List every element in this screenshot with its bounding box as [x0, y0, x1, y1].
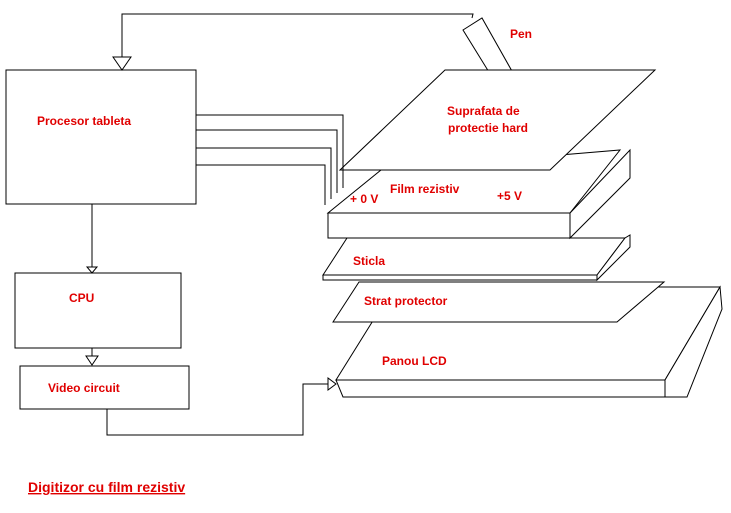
processor-input-arrow	[112, 56, 132, 71]
lcd-panel-front	[335, 379, 666, 398]
processor-block	[5, 69, 197, 205]
film-wire-3	[196, 147, 332, 199]
video-input-arrow	[85, 355, 99, 366]
glass-layer-front	[322, 274, 598, 281]
processor-label: Procesor tableta	[37, 114, 131, 128]
glass-layer-label: Sticla	[353, 254, 385, 268]
film-wire-1	[196, 114, 344, 188]
zero-volt-label: + 0 V	[350, 192, 378, 206]
hard-surface-label-line1: Suprafata de	[447, 104, 520, 118]
cpu-block	[14, 272, 182, 349]
video-circuit-label: Video circuit	[48, 381, 120, 395]
resistive-film-front	[327, 212, 571, 239]
pen-label: Pen	[510, 27, 532, 41]
diagram-caption: Digitizor cu film rezistiv	[28, 479, 185, 495]
cpu-label: CPU	[69, 291, 94, 305]
lcd-input-arrow	[327, 377, 337, 391]
video-lcd-wire	[106, 383, 328, 436]
video-circuit-block	[19, 365, 190, 410]
protective-layer-label: Strat protector	[364, 294, 448, 308]
hard-surface-layer	[338, 69, 657, 171]
resistive-film-side	[569, 148, 631, 240]
film-wire-4	[196, 164, 326, 205]
five-volt-label: +5 V	[497, 189, 522, 203]
pen-feedback-wire	[121, 13, 474, 57]
film-wire-2	[196, 129, 338, 193]
resistive-film-label: Film rezistiv	[390, 182, 460, 196]
lcd-panel-label: Panou LCD	[382, 354, 447, 368]
lcd-panel-side	[664, 285, 723, 398]
hard-surface-label-line2: protectie hard	[448, 121, 528, 135]
cpu-input-arrow	[85, 266, 99, 274]
protective-layer	[332, 281, 666, 323]
